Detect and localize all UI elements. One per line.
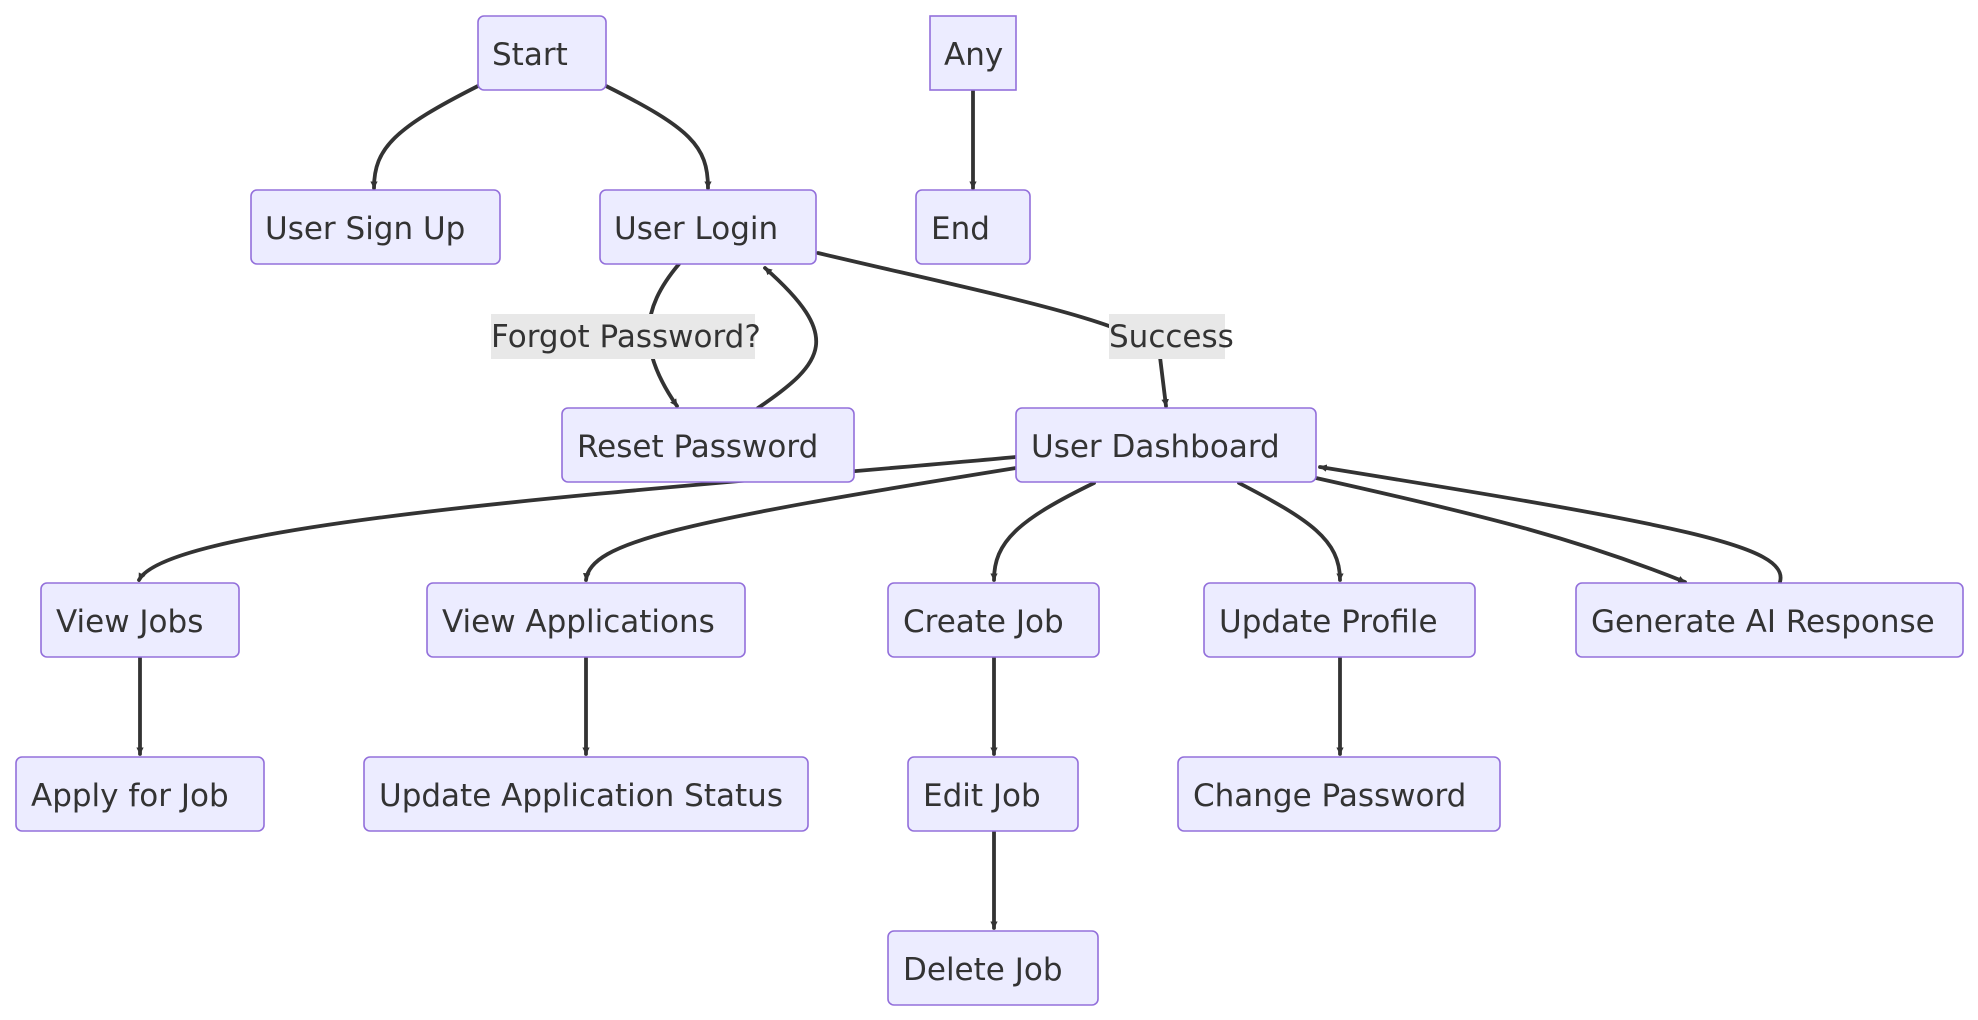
nodes: Start Any User Sign Up User Login End Re… — [15, 15, 1964, 1006]
edge-start-to-login — [604, 84, 712, 190]
node-user-sign-up: User Sign Up — [250, 189, 501, 265]
node-delete-job: Delete Job — [887, 930, 1099, 1006]
node-apply-for-job: Apply for Job — [15, 756, 265, 832]
svg-text:Edit Job: Edit Job — [923, 778, 1041, 814]
svg-text:Change Password: Change Password — [1193, 778, 1466, 814]
svg-text:Generate AI Response: Generate AI Response — [1591, 604, 1935, 640]
node-update-profile: Update Profile — [1203, 582, 1476, 658]
svg-text:Start: Start — [492, 37, 568, 73]
edge-label-forgot-password: Forgot Password? — [491, 314, 761, 359]
edge-dashboard-to-createjob — [990, 481, 1096, 582]
edge-dashboard-to-genai — [1314, 476, 1687, 584]
edge-genai-to-dashboard — [1318, 464, 1783, 584]
node-generate-ai-response: Generate AI Response — [1575, 582, 1964, 658]
node-any: Any — [929, 15, 1017, 91]
edge-label-success: Success — [1109, 314, 1234, 359]
svg-text:Update Profile: Update Profile — [1219, 604, 1438, 640]
edge-start-to-signup — [370, 84, 480, 190]
svg-text:User Dashboard: User Dashboard — [1031, 429, 1280, 465]
edges — [136, 84, 1783, 930]
node-reset-password: Reset Password — [561, 407, 855, 483]
node-view-applications: View Applications — [426, 582, 746, 658]
edge-dashboard-to-viewjobs — [137, 455, 1018, 582]
svg-text:Reset Password: Reset Password — [577, 429, 818, 465]
svg-text:View Applications: View Applications — [442, 604, 715, 640]
node-user-login: User Login — [599, 189, 817, 265]
svg-text:User Sign Up: User Sign Up — [265, 211, 465, 247]
edge-dashboard-to-viewapps — [582, 466, 1018, 582]
node-create-job: Create Job — [887, 582, 1100, 658]
svg-text:Success: Success — [1109, 319, 1234, 355]
svg-text:Update Application Status: Update Application Status — [379, 778, 783, 814]
edge-labels: Forgot Password? Success — [491, 314, 1234, 359]
svg-text:User Login: User Login — [614, 211, 778, 247]
svg-text:End: End — [931, 211, 990, 247]
svg-text:View Jobs: View Jobs — [56, 604, 203, 640]
edge-dashboard-to-updateprofile — [1237, 481, 1344, 582]
svg-text:Any: Any — [944, 37, 1003, 73]
node-update-application-status: Update Application Status — [363, 756, 809, 832]
node-view-jobs: View Jobs — [40, 582, 240, 658]
node-user-dashboard: User Dashboard — [1015, 407, 1317, 483]
svg-text:Delete Job: Delete Job — [903, 952, 1063, 988]
svg-text:Create Job: Create Job — [903, 604, 1064, 640]
node-change-password: Change Password — [1177, 756, 1501, 832]
node-edit-job: Edit Job — [907, 756, 1079, 832]
svg-text:Apply for Job: Apply for Job — [31, 778, 229, 814]
svg-text:Forgot Password?: Forgot Password? — [491, 319, 761, 355]
node-end: End — [915, 189, 1031, 265]
node-start: Start — [477, 15, 607, 91]
edge-reset-to-login — [756, 266, 819, 410]
